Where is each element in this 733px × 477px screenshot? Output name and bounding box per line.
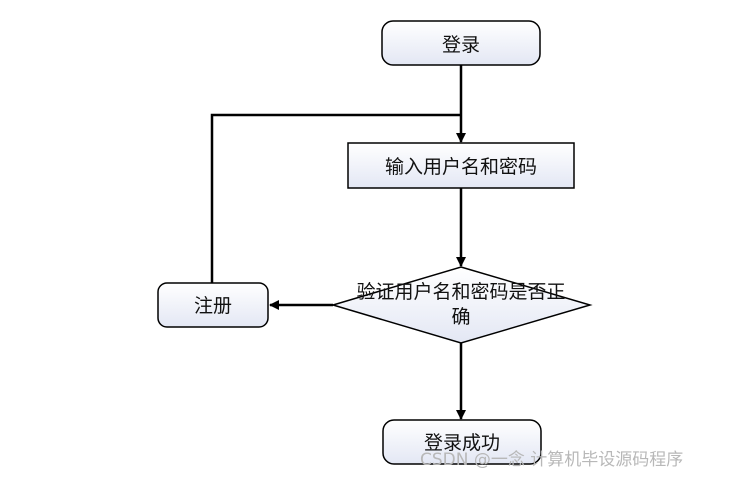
node-login-success-label: 登录成功 <box>424 432 500 454</box>
node-register-label: 注册 <box>194 295 232 317</box>
node-register: 注册 <box>157 282 269 328</box>
node-input-credentials-label: 输入用户名和密码 <box>385 156 537 178</box>
node-verify-label-line2: 确 <box>451 306 470 328</box>
node-input-credentials-shape <box>347 142 575 189</box>
node-verify-label-line1: 验证用户名和密码是否正 <box>356 281 565 303</box>
node-login-success-shape <box>382 419 542 465</box>
node-verify-decision: 验证用户名和密码是否正 确 <box>330 266 593 344</box>
node-login: 登录 <box>381 20 541 66</box>
node-input-credentials: 输入用户名和密码 <box>347 142 575 189</box>
node-login-label: 登录 <box>442 34 480 56</box>
edge-register-loop-back <box>210 113 461 283</box>
cropped-top-text-band <box>0 0 733 3</box>
node-login-success: 登录成功 <box>382 419 542 465</box>
watermark: CSDN @一念 计算机毕设源码程序 <box>420 449 683 470</box>
node-verify-decision-shape <box>330 266 593 344</box>
